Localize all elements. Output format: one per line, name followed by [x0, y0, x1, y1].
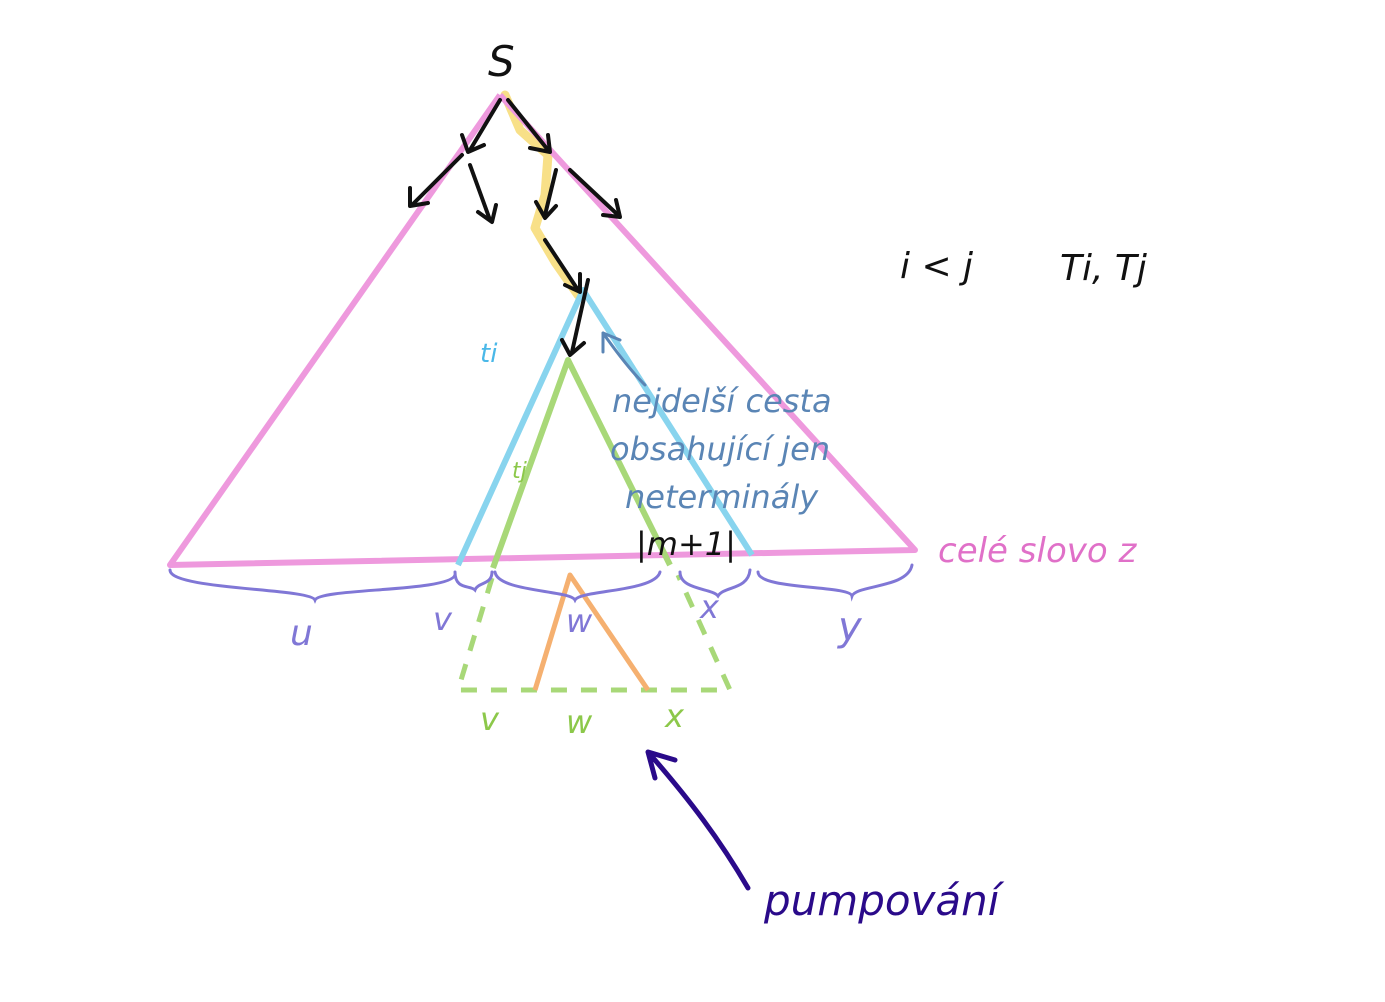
x2-label: x [664, 697, 685, 735]
pumping-arrow [645, 749, 751, 891]
pumping-label: pumpování [763, 876, 1005, 925]
note-line-3: neterminály [625, 478, 819, 516]
note-arrow [601, 331, 647, 387]
ti-label: ti [480, 339, 498, 369]
u-label: u [290, 613, 313, 654]
trees-label: Ti, Tj [1060, 248, 1147, 289]
condition-label: i < j [900, 246, 973, 287]
subtree-tj-triangle [490, 357, 673, 570]
subtree-ti-triangle [455, 287, 755, 567]
whole-tree-triangle [167, 92, 918, 568]
note-line-1: nejdelší cesta [612, 382, 832, 420]
w2-label: w [566, 703, 593, 741]
tj-label: tj [512, 459, 528, 484]
note-line-2: obsahující jen [610, 430, 830, 468]
pumped-subtree-dashed [455, 573, 733, 693]
inner-subtree-triangle [532, 572, 651, 692]
x-label: x [699, 588, 720, 626]
v-label: v [433, 600, 453, 638]
root-label: S [488, 37, 515, 86]
longest-path-highlight [500, 90, 583, 300]
length-label: |m+1| [636, 525, 736, 563]
word-braces [168, 563, 914, 604]
v2-label: v [480, 700, 500, 738]
whole-word-label: celé slovo z [938, 531, 1137, 571]
derivation-arrows [408, 98, 622, 357]
w-label: w [566, 602, 593, 640]
y-label: y [837, 604, 863, 650]
